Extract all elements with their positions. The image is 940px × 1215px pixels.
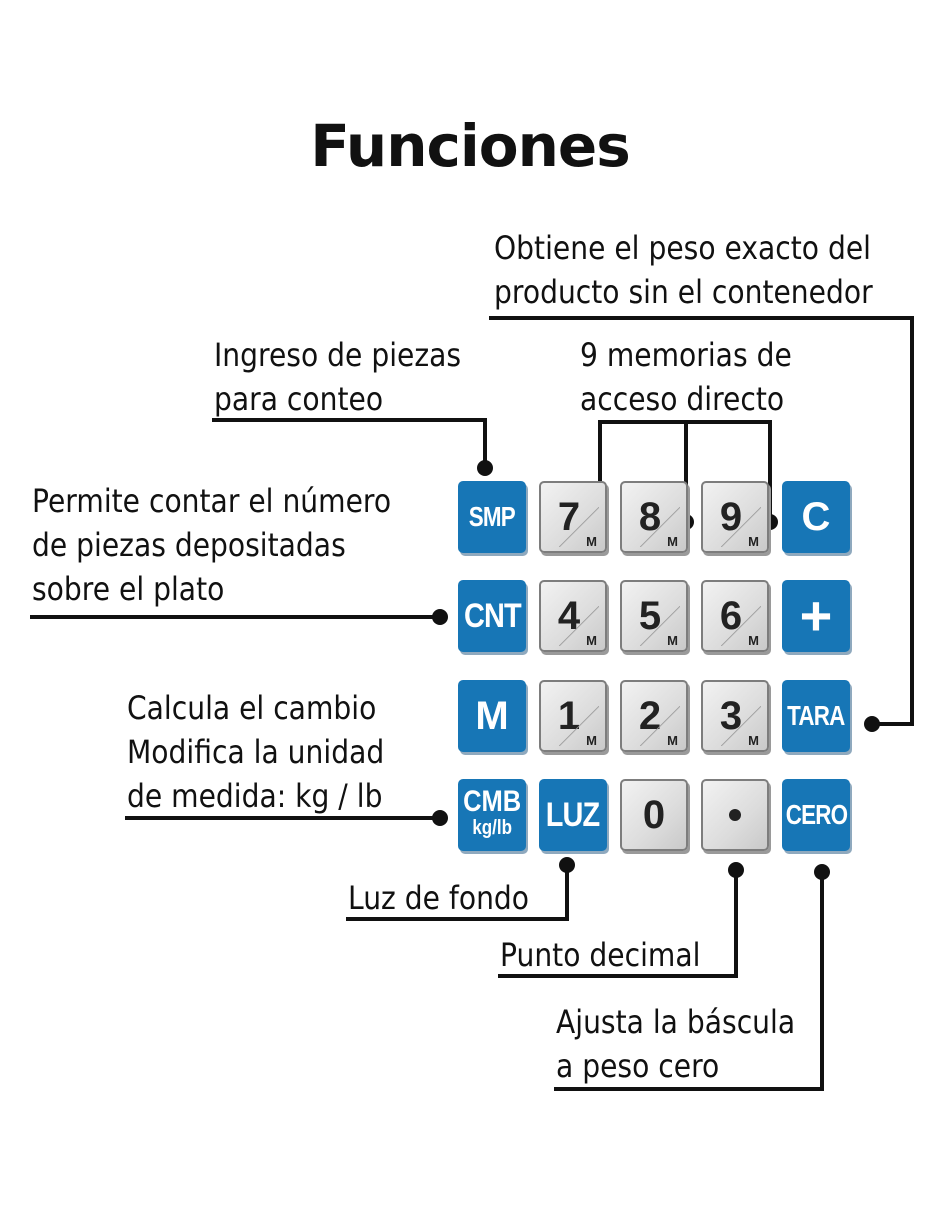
punto-dot xyxy=(728,862,744,878)
cero-annotation: Ajusta la báscula a peso cero xyxy=(556,1003,796,1085)
clear-key[interactable]: C xyxy=(782,481,850,553)
tara-annotation: Obtiene el peso exacto del producto sin … xyxy=(494,229,873,311)
key-5[interactable]: 5 M xyxy=(620,580,688,652)
key-0[interactable]: 0 xyxy=(620,779,688,851)
memorias-annotation: 9 memorias de acceso directo xyxy=(580,336,792,418)
cnt-key[interactable]: CNT xyxy=(458,580,526,652)
m-cmb-annotation: Calcula el cambio Modifica la unidad de … xyxy=(127,689,385,815)
m-key[interactable]: M xyxy=(458,680,526,752)
page-title: Funciones xyxy=(310,112,631,180)
cmb-key[interactable]: CMB kg/lb xyxy=(458,779,526,851)
smp-annotation: Ingreso de piezas para conteo xyxy=(214,336,462,418)
cero-connector xyxy=(554,870,824,1091)
cnt-annotation: Permite contar el número de piezas depos… xyxy=(32,482,392,608)
smp-dot xyxy=(477,460,493,476)
key-4[interactable]: 4 M xyxy=(539,580,607,652)
punto-annotation: Punto decimal xyxy=(500,936,701,974)
decimal-point-key[interactable] xyxy=(701,779,769,851)
luz-key[interactable]: LUZ xyxy=(539,779,607,851)
smp-key[interactable]: SMP xyxy=(458,481,526,553)
key-8[interactable]: 8 M xyxy=(620,481,688,553)
tara-dot xyxy=(864,716,880,732)
tara-connector xyxy=(489,316,914,726)
tara-key[interactable]: TARA xyxy=(782,680,850,752)
key-1[interactable]: 1 M xyxy=(539,680,607,752)
smp-connector xyxy=(212,418,487,470)
decimal-dot-icon xyxy=(729,809,741,821)
key-9[interactable]: 9 M xyxy=(701,481,769,553)
luz-annotation: Luz de fondo xyxy=(348,879,530,917)
luz-connector xyxy=(346,863,569,921)
luz-dot xyxy=(559,857,575,873)
cmb-dot xyxy=(432,810,448,826)
key-6[interactable]: 6 M xyxy=(701,580,769,652)
cnt-dot xyxy=(432,609,448,625)
cero-key[interactable]: CERO xyxy=(782,779,850,851)
cero-dot xyxy=(814,864,830,880)
key-2[interactable]: 2 M xyxy=(620,680,688,752)
plus-key[interactable]: + xyxy=(782,580,850,652)
key-7[interactable]: 7 M xyxy=(539,481,607,553)
punto-connector xyxy=(498,868,738,978)
key-3[interactable]: 3 M xyxy=(701,680,769,752)
